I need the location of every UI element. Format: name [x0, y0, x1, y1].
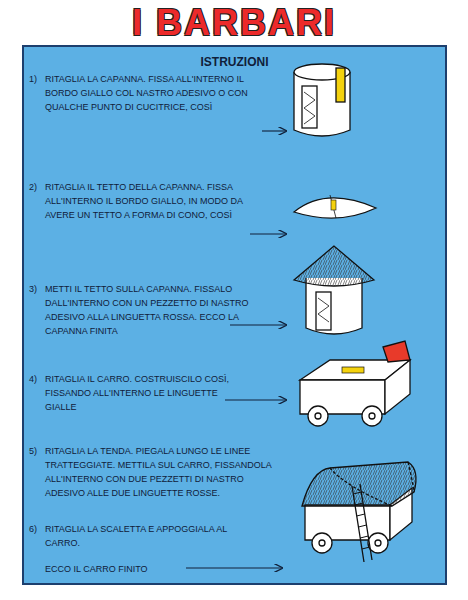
step-number: 6): [29, 522, 43, 536]
step-text: METTI IL TETTO SULLA CAPANNA. FISSALO DA…: [45, 282, 250, 338]
step-text: RITAGLIA LA SCALETTA E APPOGGIALA AL CAR…: [45, 522, 250, 550]
step-number: 1): [29, 72, 43, 86]
step-number: 3): [29, 282, 43, 296]
page-title: I BARBARI: [0, 2, 468, 44]
panel-heading: ISTRUZIONI: [24, 55, 445, 69]
step-number: 4): [29, 372, 43, 386]
step-number: 5): [29, 444, 43, 458]
step-text: RITAGLIA IL CARRO. COSTRUISCILO COSÌ, FI…: [45, 372, 245, 414]
step-number: 2): [29, 180, 43, 194]
step-note: ECCO IL CARRO FINITO: [45, 562, 185, 576]
instruction-panel: ISTRUZIONI 1)RITAGLIA LA CAPANNA. FISSA A…: [22, 45, 447, 585]
step-text: RITAGLIA IL TETTO DELLA CAPANNA. FISSA A…: [45, 180, 260, 222]
step-text: RITAGLIA LA TENDA. PIEGALA LUNGO LE LINE…: [45, 444, 280, 500]
step-text: RITAGLIA LA CAPANNA. FISSA ALL'INTERNO I…: [45, 72, 265, 114]
